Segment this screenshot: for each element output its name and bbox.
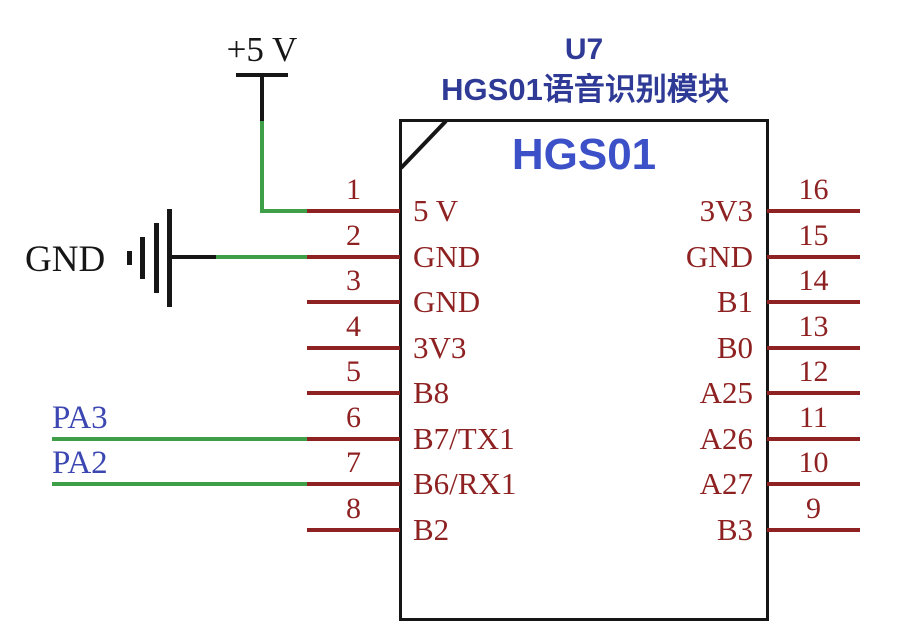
net-wire-pa3	[52, 437, 307, 441]
component-subtitle: HGS01语音识别模块	[441, 72, 729, 107]
ground-bar-icon	[167, 209, 172, 307]
pin-wire-left	[307, 300, 400, 304]
ground-bar-icon	[140, 237, 145, 279]
pin-label: 5 V	[413, 193, 459, 228]
pin-number: 8	[346, 492, 361, 525]
pin-wire-right	[767, 482, 860, 486]
pin-number: 11	[799, 401, 828, 434]
pin-number: 5	[346, 355, 361, 388]
component-refdes: U7	[564, 33, 604, 66]
pin-number: 2	[346, 219, 361, 252]
pin-label: B6/RX1	[413, 466, 517, 501]
pin-number: 7	[346, 446, 361, 479]
pin-number: 13	[798, 310, 829, 343]
power-5v-label: +5 V	[226, 30, 298, 69]
pin-label: B7/TX1	[413, 421, 515, 456]
pin-number: 10	[798, 446, 829, 479]
pin-wire-left	[307, 346, 400, 350]
pin-number: 14	[798, 264, 829, 297]
power-stem-wire	[260, 75, 264, 121]
pin-wire-right	[767, 528, 860, 532]
pin-label: GND	[685, 239, 753, 274]
chip-notch-icon	[399, 119, 448, 170]
pin-wire-left	[307, 437, 400, 441]
pin-label: B2	[413, 512, 450, 547]
pin-wire-left	[307, 255, 400, 259]
pin-number: 6	[346, 401, 361, 434]
power-net-wire-vertical	[260, 121, 264, 213]
pin-wire-left	[307, 391, 400, 395]
pin-number: 3	[346, 264, 361, 297]
pin-wire-right	[767, 300, 860, 304]
ground-bar-icon	[127, 251, 132, 265]
pin-label: B0	[716, 330, 753, 365]
pin-wire-right	[767, 209, 860, 213]
pin-label: B1	[716, 284, 753, 319]
chip-body	[399, 119, 769, 621]
pin-wire-left	[307, 528, 400, 532]
pin-number: 15	[798, 219, 829, 252]
pin-wire-right	[767, 255, 860, 259]
net-label-pa3: PA3	[52, 400, 108, 436]
pin-number: 12	[798, 355, 829, 388]
pin-label: A26	[699, 421, 753, 456]
pin-label: GND	[413, 284, 481, 319]
net-label-pa2: PA2	[52, 445, 108, 481]
pin-label: B3	[716, 512, 753, 547]
pin-wire-left	[307, 209, 400, 213]
ground-bar-icon	[154, 223, 159, 293]
chip-name: HGS01	[511, 130, 657, 179]
power-net-wire-horizontal	[260, 209, 307, 213]
pin-wire-right	[767, 346, 860, 350]
ground-net-wire	[216, 255, 307, 259]
pin-label: 3V3	[699, 193, 753, 228]
pin-label: 3V3	[413, 330, 467, 365]
pin-number: 1	[346, 173, 361, 206]
pin-label: A25	[699, 375, 753, 410]
pin-wire-right	[767, 391, 860, 395]
pin-wire-left	[307, 482, 400, 486]
ground-label: GND	[25, 239, 106, 280]
pin-number: 16	[798, 173, 829, 206]
pin-label: B8	[413, 375, 450, 410]
pin-number: 4	[346, 310, 361, 343]
pin-label: A27	[699, 466, 753, 501]
pin-number: 9	[806, 492, 821, 525]
pin-label: GND	[413, 239, 481, 274]
pin-wire-right	[767, 437, 860, 441]
ground-stem-wire	[172, 255, 216, 259]
net-wire-pa2	[52, 482, 307, 486]
